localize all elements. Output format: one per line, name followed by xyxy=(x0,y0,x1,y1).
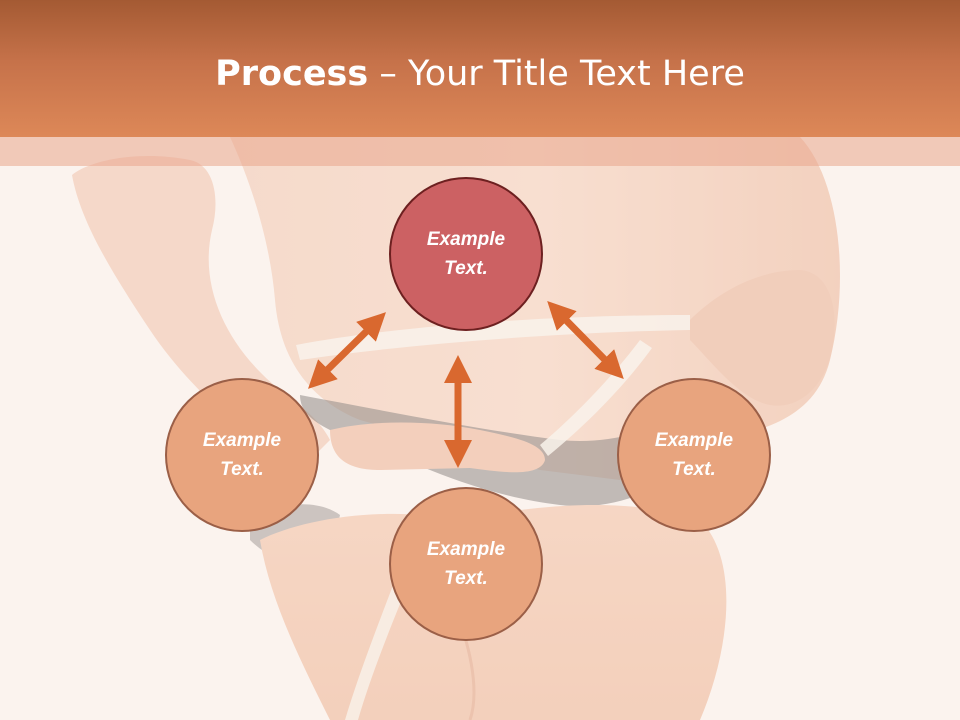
node-right[interactable]: Example Text. xyxy=(617,378,771,532)
node-right-text: Example Text. xyxy=(654,430,734,480)
node-left-text: Example Text. xyxy=(202,430,282,480)
right-hand xyxy=(690,270,835,406)
node-left[interactable]: Example Text. xyxy=(165,378,319,532)
node-bottom[interactable]: Example Text. xyxy=(389,487,543,641)
left-hand xyxy=(330,422,545,473)
node-bottom-text: Example Text. xyxy=(426,539,506,589)
node-top-text: Example Text. xyxy=(426,229,506,279)
title-accent-strip xyxy=(0,137,960,166)
slide-title[interactable]: Process – Your Title Text Here xyxy=(0,50,960,98)
title-rest: – Your Title Text Here xyxy=(368,54,745,94)
title-bar xyxy=(0,0,960,137)
title-bold-word: Process xyxy=(215,54,369,94)
node-top[interactable]: Example Text. xyxy=(389,177,543,331)
